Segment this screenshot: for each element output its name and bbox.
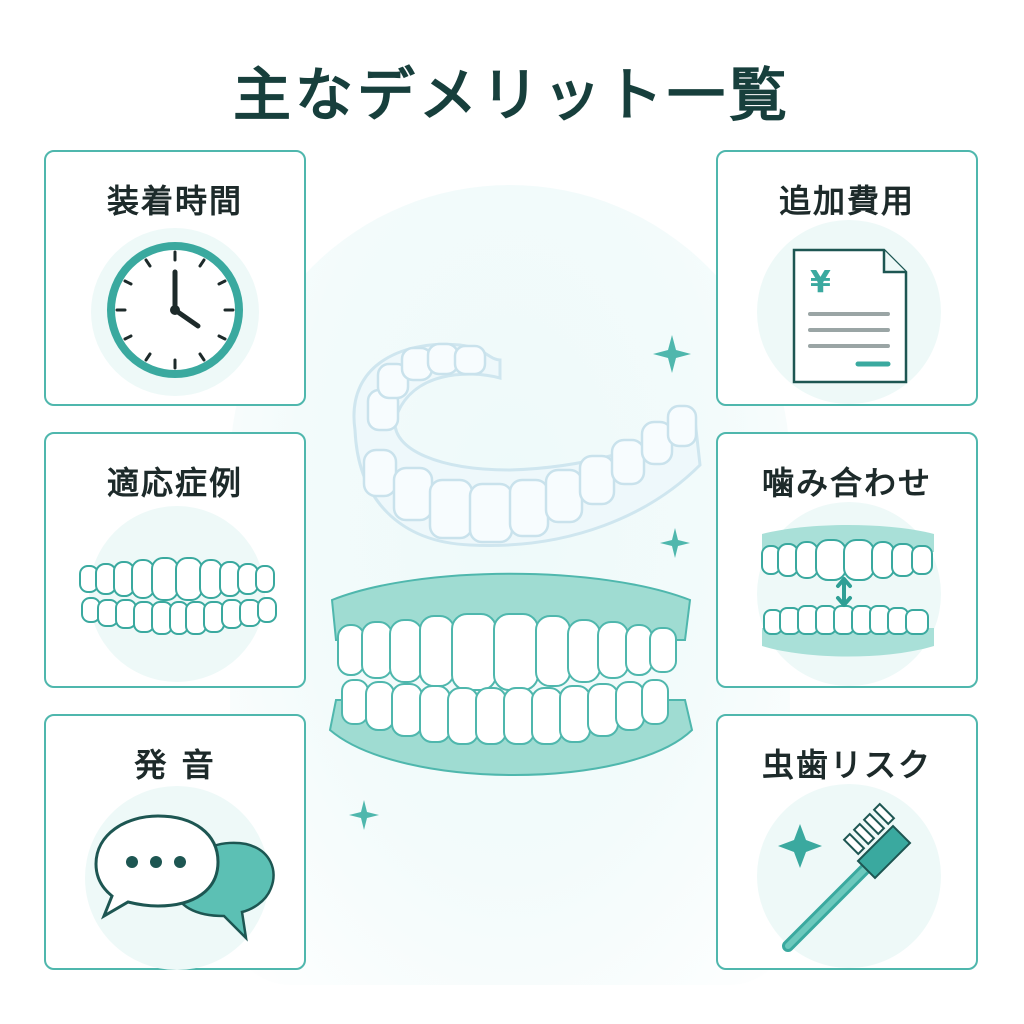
card-label-cavity-risk: 虫歯リスク bbox=[761, 746, 932, 784]
card-cavity-risk: 虫歯リスク bbox=[716, 714, 978, 970]
card-indications: 適応症例 bbox=[44, 432, 306, 688]
clear-aligner-icon bbox=[352, 342, 702, 547]
sparkle-icon bbox=[349, 335, 691, 830]
card-label-indications: 適応症例 bbox=[106, 464, 243, 502]
clock-icon bbox=[91, 228, 259, 396]
card-pronunciation: 発 音 bbox=[44, 714, 306, 970]
teeth-gums-icon bbox=[328, 572, 694, 776]
card-label-extra-cost: 追加費用 bbox=[778, 182, 915, 220]
teeth-row-icon bbox=[79, 506, 277, 682]
currency-symbol: ¥ bbox=[810, 265, 831, 300]
card-label-wear-time: 装着時間 bbox=[106, 182, 243, 220]
speech-bubbles-icon bbox=[85, 786, 275, 970]
card-label-pronunciation: 発 音 bbox=[134, 746, 216, 784]
card-extra-cost: 追加費用 ¥ bbox=[716, 150, 978, 406]
center-illustration bbox=[328, 335, 702, 830]
card-wear-time: 装着時間 bbox=[44, 150, 306, 406]
page-title: 主なデメリット一覧 bbox=[232, 61, 791, 129]
bite-alignment-icon bbox=[757, 502, 941, 686]
card-label-bite: 噛み合わせ bbox=[761, 464, 932, 502]
toothbrush-icon bbox=[757, 784, 941, 968]
sparkle-icon bbox=[778, 824, 822, 868]
invoice-icon: ¥ bbox=[757, 220, 941, 404]
card-bite: 噛み合わせ bbox=[716, 432, 978, 688]
